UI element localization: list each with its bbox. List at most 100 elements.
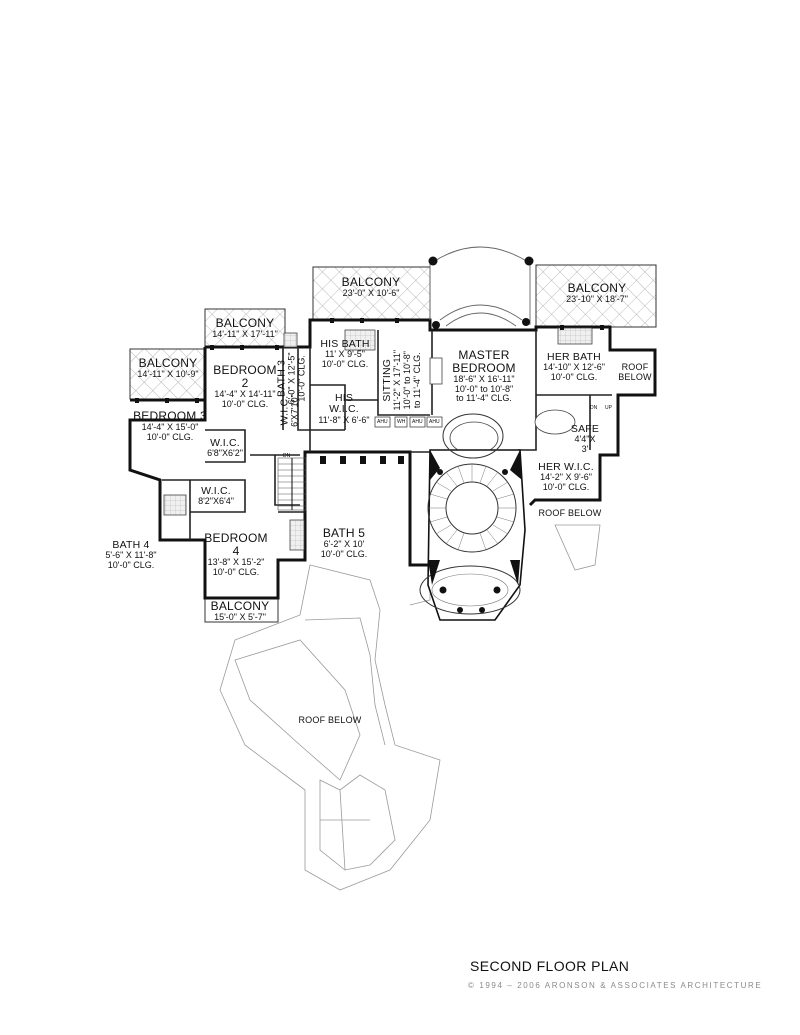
ahu-label-1: AHU <box>377 419 388 425</box>
room-dims: 14'-4" X 15'-0" <box>141 421 199 432</box>
interior-walls <box>162 330 612 540</box>
label-balcony-top-right: BALCONY 23'-10" X 18'-7" <box>552 282 642 305</box>
room-ceiling: 10'-0" to 10'-8" <box>454 383 514 394</box>
label-wic-bed3: W.I.C. 6'8"X6'2" <box>200 437 250 459</box>
room-number: 4 <box>232 543 240 558</box>
room-name: ROOF BELOW <box>538 508 602 518</box>
room-ceiling: 10'-0" CLG. <box>221 398 269 409</box>
room-ceiling: 10'-0" CLG. <box>107 560 155 571</box>
rotunda-inner <box>445 481 499 535</box>
safe-dn-label: DN <box>590 405 598 411</box>
ahu-unit-1 <box>374 416 391 428</box>
room-name: HIS <box>334 392 354 404</box>
room-dims: 18'-6" X 16'-11" <box>453 373 515 384</box>
room-name: BALCONY <box>138 356 198 370</box>
room-name: BEDROOM <box>204 531 268 545</box>
label-his-wic: HIS W.I.C. 11'-8" X 6'-6" <box>308 392 380 425</box>
room-dims: 14'-11" X 10'-9" <box>137 368 199 379</box>
his-bath-tile <box>344 329 376 351</box>
room-name: HER W.I.C. <box>538 461 594 473</box>
room-name: W.I.C. <box>210 437 240 449</box>
ahu-label-2: AHU <box>412 419 423 425</box>
room-name: BALCONY <box>215 316 275 330</box>
room-name: BALCONY <box>341 275 401 289</box>
safe-up-label: UP <box>605 405 612 411</box>
room-name: SAFE <box>570 423 600 435</box>
room-dims: 11'-8" X 6'-6" <box>318 414 370 425</box>
room-name-line2: BELOW <box>618 371 652 382</box>
label-her-wic: HER W.I.C. 14'-2" X 9'-6" 10'-0" CLG. <box>528 461 604 493</box>
label-sitting: SITTING 11'-2" X 17'-11" 10'-0" to 10'-8… <box>381 340 422 420</box>
room-dims: 14'-4" X 14'-11" <box>214 388 276 399</box>
room-dims: 23'-10" X 18'-7" <box>566 293 628 304</box>
label-master-bedroom: MASTER BEDROOM 18'-6" X 16'-11" 10'-0" t… <box>442 349 526 404</box>
label-roof-below-right: ROOF BELOW <box>614 362 656 382</box>
upper-rotunda <box>442 413 504 459</box>
room-dims: 6'X7'10" <box>289 394 300 427</box>
label-roof-below-mid: ROOF BELOW <box>532 508 608 519</box>
room-ceiling: 10'-0" CLG. <box>212 566 260 577</box>
room-name: BEDROOM 3 <box>133 409 207 423</box>
her-bath-tub <box>534 409 576 435</box>
room-dims: 14'-11" X 17'-11" <box>212 328 278 339</box>
room-name: BATH 5 <box>322 526 366 540</box>
bath5-tile <box>289 519 305 551</box>
label-safe: SAFE 4'4"X 3' <box>563 423 607 455</box>
room-ceiling: 10'-0" CLG. <box>146 431 194 442</box>
label-bath-5: BATH 5 6'-2" X 10' 10'-0" CLG. <box>308 527 380 559</box>
room-ceiling: 10'-0" CLG. <box>550 372 598 383</box>
room-ceiling-line2: to 11'-4" CLG. <box>456 393 512 404</box>
room-name: BATH 4 <box>112 539 150 551</box>
room-number: 2 <box>241 375 249 390</box>
sitting-fireplace <box>429 357 443 385</box>
room-dims: 14'-10" X 12'-6" <box>543 362 605 373</box>
bath4-tile <box>163 494 187 516</box>
room-ceiling: 10'-0" CLG. <box>321 359 369 370</box>
room-dims: 23'-0" X 10'-6" <box>342 287 400 298</box>
plan-copyright: © 1994 – 2006 ARONSON & ASSOCIATES ARCHI… <box>468 981 763 990</box>
label-balcony-bed2: BALCONY 14'-11" X 17'-11" <box>200 317 290 340</box>
room-name: HER BATH <box>547 351 601 363</box>
label-balcony-top-center: BALCONY 23'-0" X 10'-6" <box>326 276 416 299</box>
room-ceiling: 10'-0" CLG. <box>542 482 590 493</box>
roof-below-outline <box>219 524 601 891</box>
ahu-label-3: AHU <box>429 419 440 425</box>
balcony-top-center-floor <box>312 266 431 320</box>
lower-rotunda <box>419 565 521 615</box>
fixtures <box>163 327 593 551</box>
room-ceiling-line2: to 11'-4" CLG. <box>411 352 422 409</box>
room-name-line2: W.I.C. <box>329 403 359 416</box>
room-dims: 15'-0" X 5'-7" <box>214 611 266 622</box>
columns <box>135 256 604 613</box>
balcony-bed2-floor <box>204 308 286 348</box>
room-dims: 8'2"X6'4" <box>198 496 234 507</box>
label-wic-vertical: W.I.C. 6'X7'10" <box>278 382 300 440</box>
label-his-bath: HIS BATH 11' X 9'-5" 10'-0" CLG. <box>309 338 381 370</box>
room-name: BALCONY <box>210 599 270 613</box>
label-wic-bed4: W.I.C. 8'2"X6'4" <box>190 485 242 507</box>
label-roof-below-main: ROOF BELOW <box>285 715 375 726</box>
wh-unit <box>394 416 408 428</box>
staircase-left <box>277 457 307 511</box>
room-dims: 14'-2" X 9'-6" <box>540 472 592 483</box>
stair-dn-label: DN <box>283 453 291 459</box>
room-name: HIS BATH <box>320 338 370 350</box>
room-dims: 13'-8" X 15'-2" <box>207 556 265 567</box>
room-dims: 11' X 9'-5" <box>325 349 365 360</box>
wh-label: WH <box>397 419 406 425</box>
room-dims: 6'8"X6'2" <box>207 448 243 459</box>
grand-stair <box>419 413 526 621</box>
her-bath-tile <box>557 327 593 345</box>
room-name: BALCONY <box>567 281 627 295</box>
room-dims-line2: 3' <box>581 444 589 455</box>
label-balcony-bed3: BALCONY 14'-11" X 10'-9" <box>123 357 213 380</box>
label-bath-4: BATH 4 5'-6" X 11'-8" 10'-0" CLG. <box>98 539 164 571</box>
room-name: ROOF BELOW <box>298 715 362 725</box>
label-her-bath: HER BATH 14'-10" X 12'-6" 10'-0" CLG. <box>536 351 612 383</box>
label-bedroom-4: BEDROOM 4 13'-8" X 15'-2" 10'-0" CLG. <box>194 532 278 577</box>
room-name: BEDROOM <box>213 363 277 377</box>
label-bedroom-3: BEDROOM 3 14'-4" X 15'-0" 10'-0" CLG. <box>127 410 213 442</box>
room-name: MASTER <box>458 348 510 362</box>
ahu-unit-3 <box>426 416 443 428</box>
ahu-unit-2 <box>409 416 426 428</box>
